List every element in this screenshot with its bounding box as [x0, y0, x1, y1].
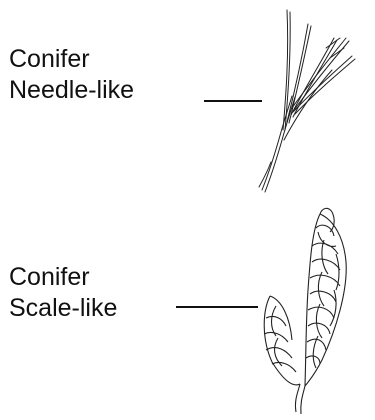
- scale-foliage-drawing: [264, 208, 346, 414]
- needle-foliage-drawing: [259, 10, 355, 192]
